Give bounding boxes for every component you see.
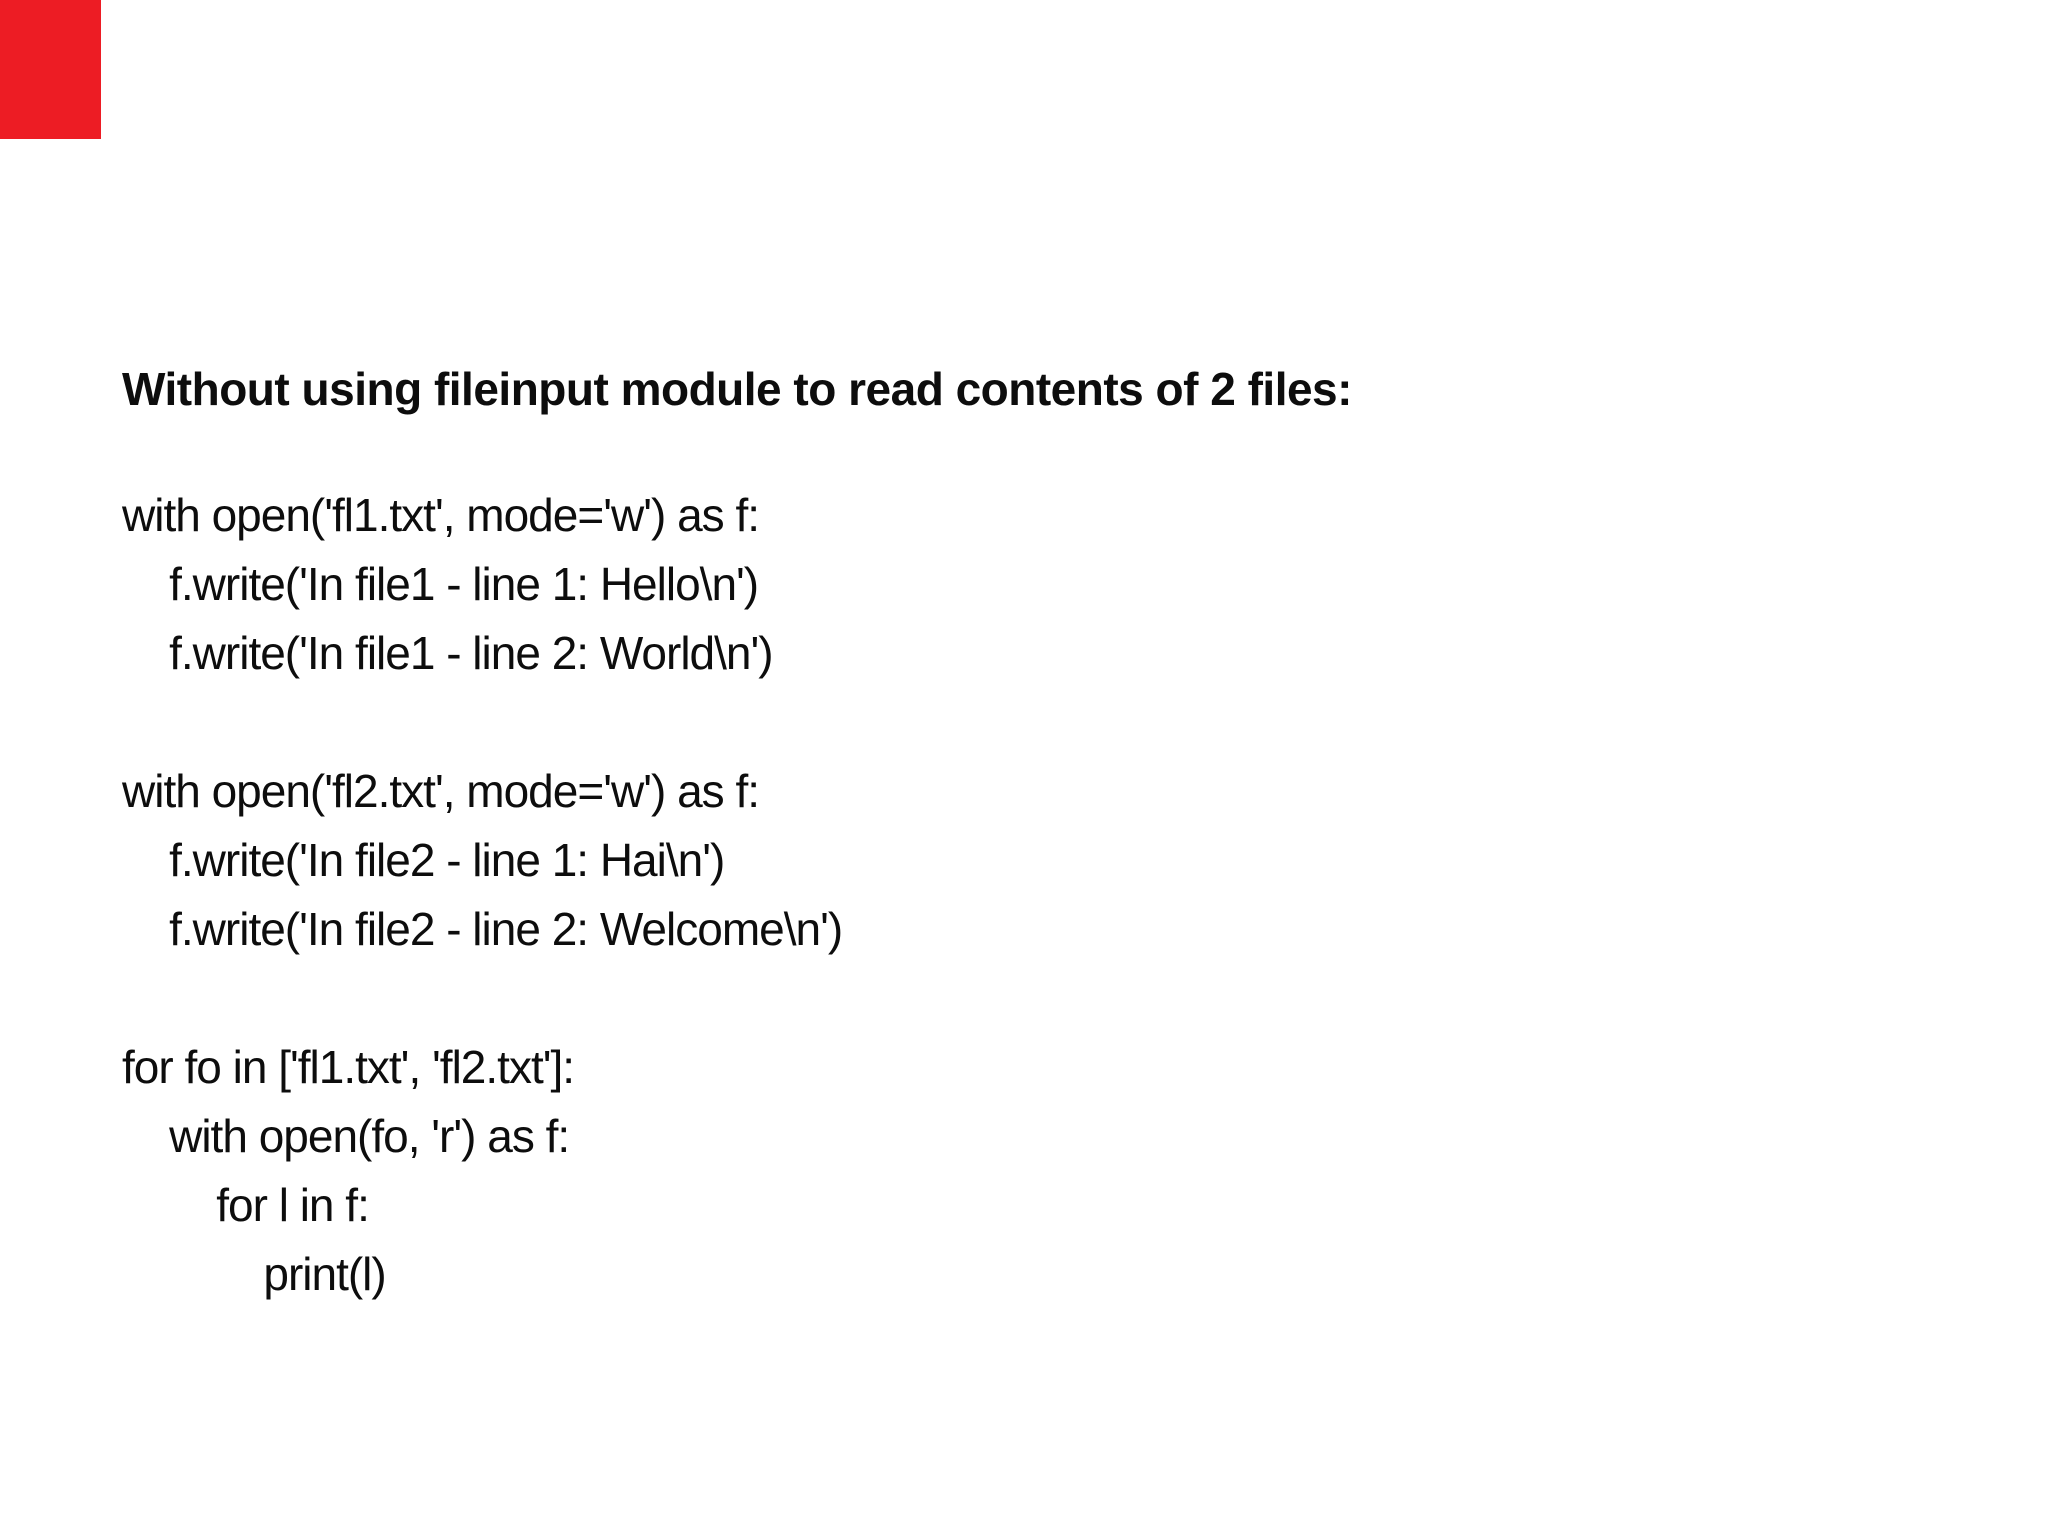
code-block-write-file2: with open('fl2.txt', mode='w') as f: f.w… xyxy=(122,757,843,964)
code-line: print(l) xyxy=(122,1248,386,1300)
code-line: f.write('In file2 - line 2: Welcome\n') xyxy=(122,903,843,955)
code-line: with open('fl1.txt', mode='w') as f: xyxy=(122,489,760,541)
code-line: for fo in ['fl1.txt', 'fl2.txt']: xyxy=(122,1041,575,1093)
code-line: f.write('In file1 - line 1: Hello\n') xyxy=(122,558,759,610)
code-line: for l in f: xyxy=(122,1179,370,1231)
code-line: f.write('In file1 - line 2: World\n') xyxy=(122,627,774,679)
code-sample: with open('fl1.txt', mode='w') as f: f.w… xyxy=(122,481,843,1309)
code-block-read-loop: for fo in ['fl1.txt', 'fl2.txt']: with o… xyxy=(122,1033,842,1309)
code-line: with open('fl2.txt', mode='w') as f: xyxy=(122,765,760,817)
red-corner-marker xyxy=(0,0,101,139)
slide-title: Without using fileinput module to read c… xyxy=(122,363,1352,415)
code-block-write-file1: with open('fl1.txt', mode='w') as f: f.w… xyxy=(122,481,842,688)
code-line: with open(fo, 'r') as f: xyxy=(122,1110,570,1162)
code-line: f.write('In file2 - line 1: Hai\n') xyxy=(122,834,725,886)
